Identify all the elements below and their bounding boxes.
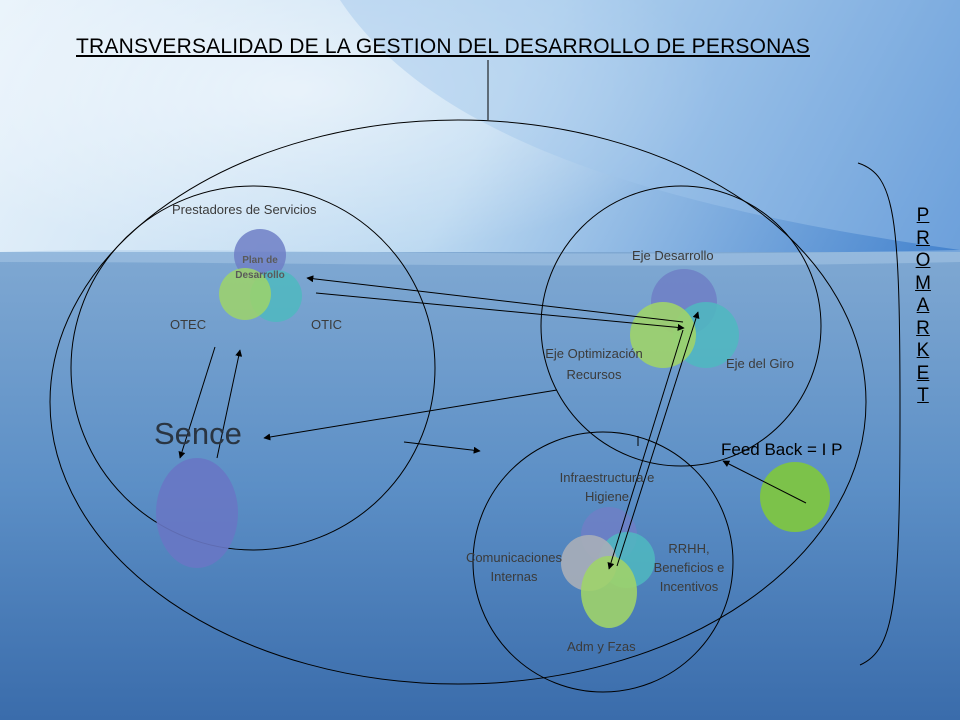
plan-venn-blue <box>234 229 286 281</box>
arrow-feedback <box>722 460 807 504</box>
arrow-plan-to-eje <box>315 292 685 331</box>
promarket-letter: R <box>916 317 930 339</box>
promarket-letter: O <box>915 250 931 271</box>
promarket-letter: K <box>916 340 930 361</box>
plan-venn-green <box>219 268 271 320</box>
slide-title: TRANSVERSALIDAD DE LA GESTION DEL DESARR… <box>76 35 810 58</box>
eje-giro-label: Eje del Giro <box>726 356 794 371</box>
adm-fzas-label: Adm y Fzas <box>567 639 636 654</box>
arrow-eje-to-plan <box>306 275 684 323</box>
eje-optimizacion-label: Eje Optimización Recursos <box>545 346 643 382</box>
arrow-optimizacion-to-sence <box>263 389 558 441</box>
promarket-letter: R <box>916 227 930 249</box>
prestadores-label: Prestadores de Servicios <box>172 202 317 217</box>
areas-venn-green <box>581 556 637 628</box>
infraestructura-label: Infraestructura e Higiene <box>559 470 655 504</box>
sence-label: Sence <box>154 416 242 451</box>
background-swoosh <box>340 0 960 250</box>
promarket-letter: M <box>915 272 931 294</box>
areas-circle <box>472 431 734 693</box>
rrhh-label: RRHH, Beneficios e Incentivos <box>653 541 725 594</box>
plan-desarrollo-label: Plan de Desarrollo <box>235 255 285 281</box>
comunicaciones-label: Comunicaciones Internas <box>465 550 563 584</box>
otic-label: OTIC <box>311 317 343 332</box>
eje-desarrollo-label: Eje Desarrollo <box>632 248 714 263</box>
promarket-letter: A <box>916 295 930 316</box>
promarket-letter: T <box>917 385 929 406</box>
prestadores-circle <box>70 185 436 551</box>
promarket-letter: P <box>916 205 930 226</box>
arrow-otec-to-sence <box>178 346 216 459</box>
otec-label: OTEC <box>170 317 207 332</box>
main-ellipse <box>49 119 867 685</box>
feedback-label: Feed Back = I P <box>721 440 843 459</box>
arrow-center-to-right <box>403 441 481 454</box>
sence-oval <box>156 458 238 568</box>
arrow-eje-to-areas <box>607 329 684 570</box>
promarket-letter: E <box>916 362 930 384</box>
promarket-label: P R O M A R K E T <box>910 205 936 408</box>
promarket-bracket <box>857 162 901 666</box>
ejes-circle <box>540 185 822 467</box>
background-glow <box>0 0 720 260</box>
ejes-venn-green <box>630 302 696 368</box>
arrow-areas-to-eje <box>616 311 700 567</box>
arrow-sence-to-otic <box>216 349 243 459</box>
